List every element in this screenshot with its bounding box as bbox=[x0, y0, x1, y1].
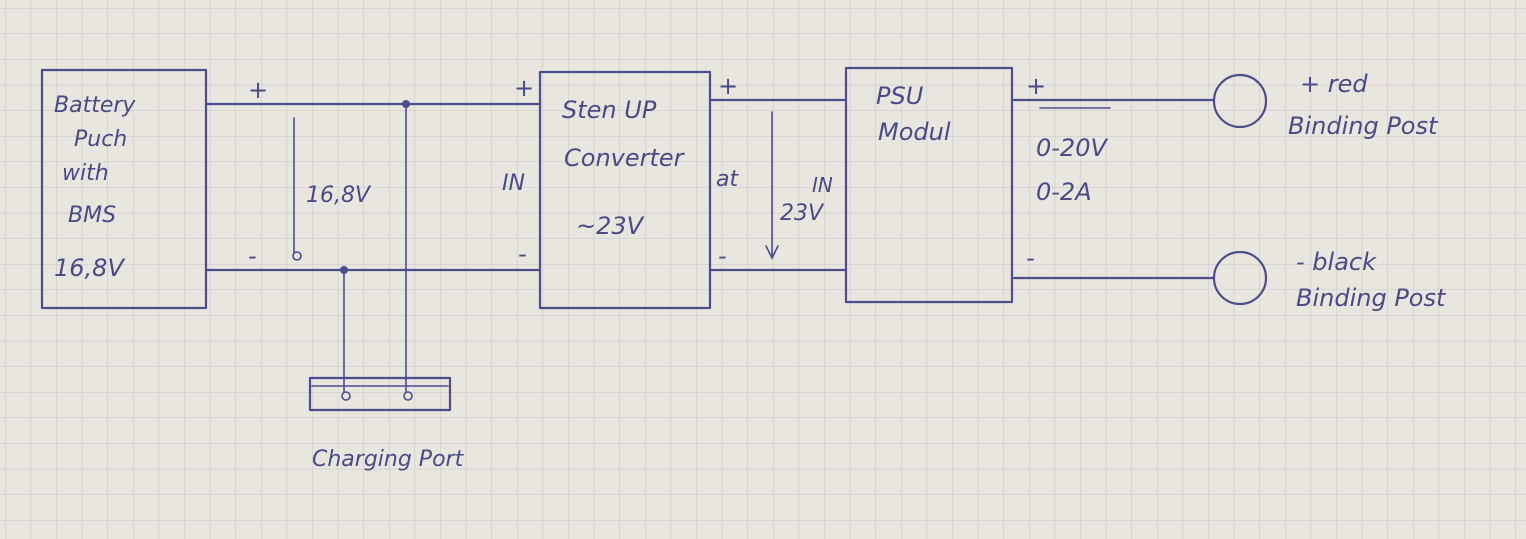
psu-current-range: 0-2A bbox=[1036, 178, 1092, 206]
black-post-label-2: Binding Post bbox=[1296, 284, 1447, 312]
charging-pin-negative bbox=[341, 391, 351, 401]
psu-in-label: IN bbox=[812, 173, 833, 197]
stepup-in-plus-sign: + bbox=[514, 74, 534, 102]
battery-voltage: 16,8V bbox=[54, 254, 125, 282]
psu-out-minus-sign: - bbox=[1026, 244, 1035, 272]
psu-out-plus-sign: + bbox=[1026, 72, 1046, 100]
psu-link-arrow-head bbox=[765, 245, 779, 260]
stepup-out-plus-sign: + bbox=[718, 72, 738, 100]
charging-port-label: Charging Port bbox=[312, 447, 465, 472]
battery-box bbox=[40, 68, 208, 310]
psu-label-2: Modul bbox=[878, 118, 951, 146]
battery-label-3: with bbox=[62, 161, 109, 186]
battery-minus-sign: - bbox=[248, 242, 257, 270]
black-binding-post bbox=[1212, 250, 1268, 306]
stepup-out-label: at bbox=[716, 167, 739, 192]
charging-pin-positive bbox=[403, 391, 413, 401]
battery-label-4: BMS bbox=[68, 203, 116, 228]
link-voltage-label: 16,8V bbox=[306, 183, 372, 208]
psu-voltage-range: 0-20V bbox=[1036, 134, 1108, 162]
charging-port-box bbox=[308, 376, 452, 412]
stepup-label-1: Sten UP bbox=[562, 96, 657, 124]
stepup-label-2: Converter bbox=[564, 144, 686, 172]
battery-label-1: Battery bbox=[54, 93, 136, 118]
stepup-in-label: IN bbox=[502, 171, 525, 196]
psu-label-1: PSU bbox=[876, 82, 924, 110]
red-post-label-1: + red bbox=[1300, 70, 1368, 98]
red-post-label-2: Binding Post bbox=[1288, 112, 1439, 140]
stepup-out-minus-sign: - bbox=[718, 242, 727, 270]
red-binding-post bbox=[1212, 73, 1268, 129]
psu-link-voltage: 23V bbox=[780, 201, 825, 226]
stepup-converter-box bbox=[538, 70, 712, 310]
psu-module-box bbox=[844, 66, 1014, 304]
stepup-voltage: ~23V bbox=[576, 212, 645, 240]
battery-plus-sign: + bbox=[248, 76, 268, 104]
battery-label-2: Puch bbox=[74, 127, 127, 152]
voltage-measure-dot bbox=[292, 251, 302, 261]
stepup-in-minus-sign: - bbox=[518, 240, 527, 268]
black-post-label-1: - black bbox=[1296, 248, 1377, 276]
